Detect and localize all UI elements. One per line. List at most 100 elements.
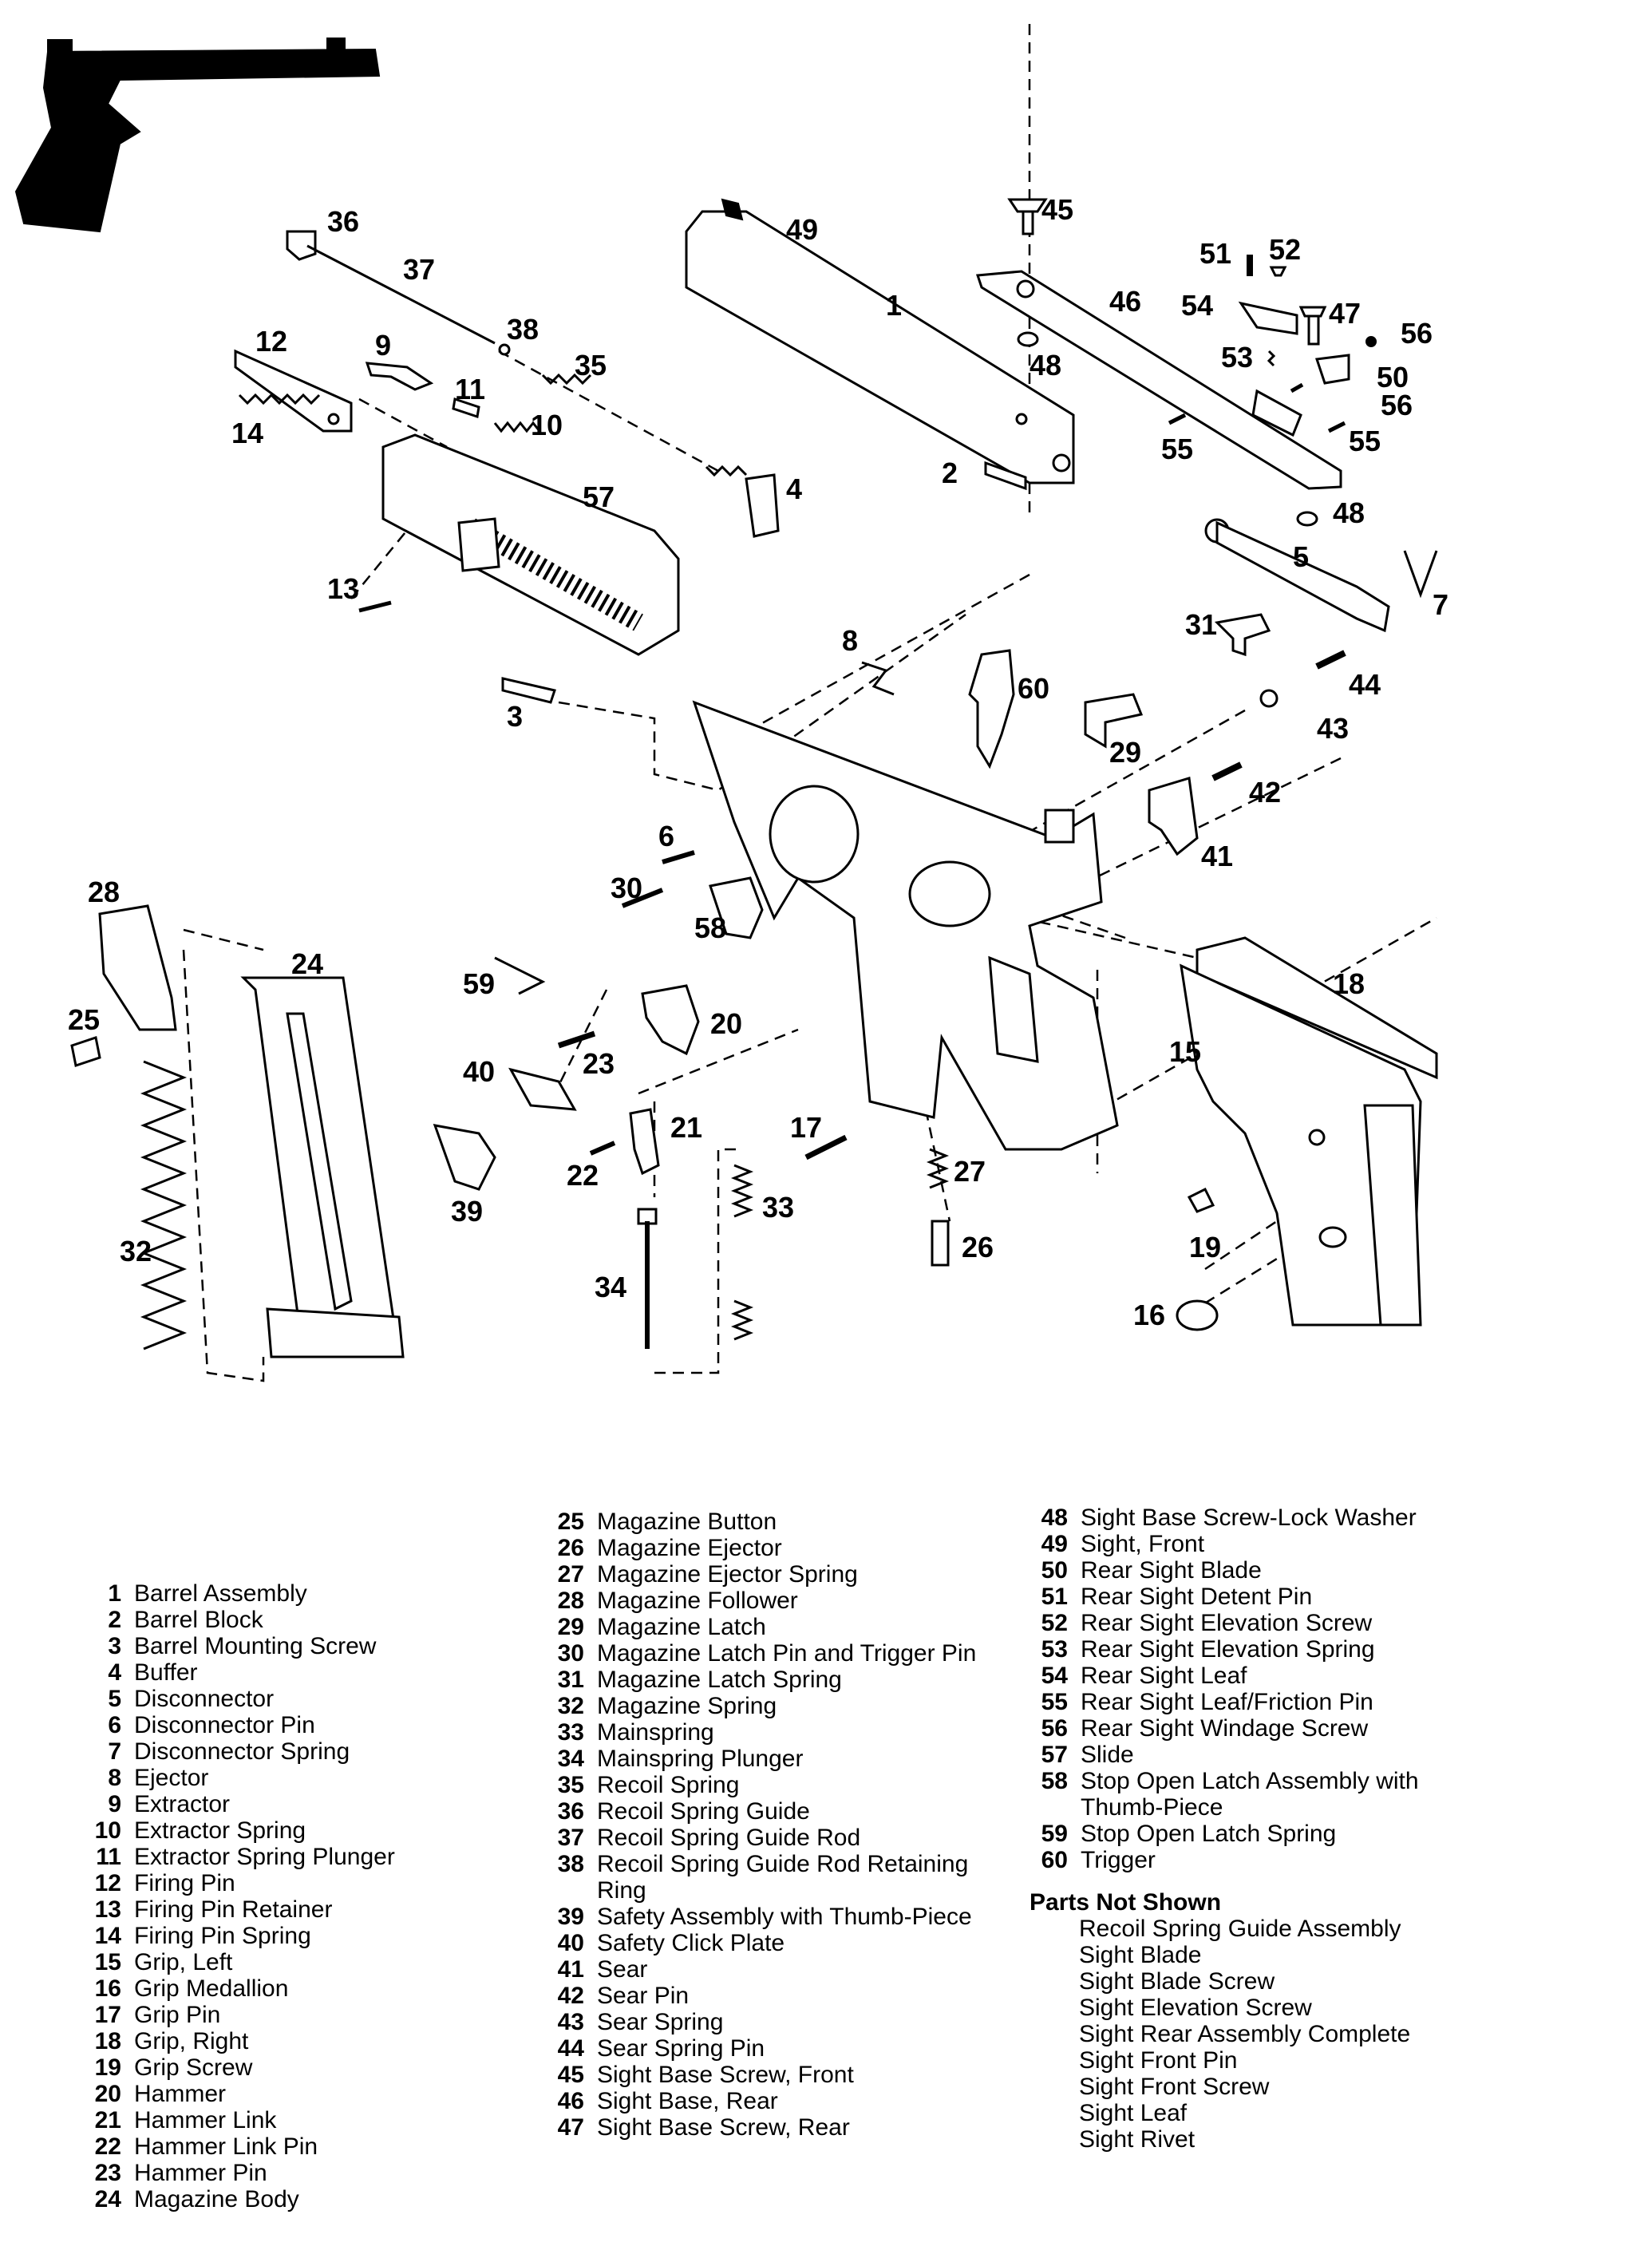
legend-number: 55 (1041, 1689, 1068, 1715)
legend-number: 2 (108, 1607, 121, 1633)
legend-number: 44 (557, 2035, 584, 2062)
grip-medallion (1176, 1299, 1219, 1331)
magazine-ejector (931, 1220, 950, 1267)
frame (692, 700, 1119, 1151)
legend-part-name: Trigger (1081, 1847, 1156, 1873)
callout-30: 30 (611, 872, 642, 904)
legend-part-name: Safety Click Plate (597, 1930, 785, 1956)
legend-part-name: Hammer Link Pin (134, 2133, 318, 2160)
legend-number: 19 (94, 2054, 121, 2081)
legend-part-name: Magazine Latch Pin and Trigger Pin (597, 1640, 977, 1667)
legend-number: 13 (94, 1896, 121, 1923)
legend-number: 31 (557, 1667, 584, 1693)
callout-4: 4 (786, 473, 802, 505)
parts-not-shown-item: Sight Elevation Screw (1079, 1995, 1312, 2021)
legend-part-name: Sight Base Screw, Front (597, 2062, 854, 2088)
magazine-body (240, 976, 405, 1358)
rear-sight-parts (1168, 255, 1377, 433)
legend-part-name: Rear Sight Detent Pin (1081, 1584, 1313, 1610)
legend-part-name: Hammer (134, 2081, 227, 2107)
extractor-group (365, 362, 541, 433)
legend-part-name: Disconnector Pin (134, 1712, 315, 1738)
legend-number: 57 (1041, 1742, 1068, 1768)
buffer (745, 473, 780, 538)
callout-6: 6 (658, 820, 674, 852)
legend-item: 53 Rear Sight Elevation Spring (1030, 1636, 1556, 1663)
legend-part-name: Recoil Spring (597, 1772, 740, 1798)
legend-part-name: Stop Open Latch Assembly with Thumb-Piec… (1081, 1768, 1419, 1821)
legend-number: 34 (557, 1746, 584, 1772)
legend-part-name: Grip Screw (134, 2054, 253, 2081)
legend-part-name: Rear Sight Windage Screw (1081, 1715, 1369, 1742)
legend-number: 25 (557, 1509, 584, 1535)
grip-left (1180, 963, 1422, 1327)
legend-part-name: Sear Spring (597, 2009, 724, 2035)
callout-44: 44 (1349, 668, 1381, 701)
callout-27: 27 (954, 1155, 986, 1188)
legend-number: 38 (557, 1851, 584, 1877)
legend-item: 30 Magazine Latch Pin and Trigger Pin (543, 1640, 1069, 1667)
legend-number: 18 (94, 2028, 121, 2054)
magazine-latch (1084, 693, 1144, 749)
legend-number: 32 (557, 1693, 584, 1719)
legend-number: 30 (557, 1640, 584, 1667)
sear (1148, 777, 1199, 856)
legend-number: 3 (108, 1633, 121, 1659)
callout-18: 18 (1333, 967, 1365, 1000)
legend-number: 7 (108, 1738, 121, 1765)
callout-12: 12 (255, 325, 287, 358)
legend-number: 53 (1041, 1636, 1068, 1663)
legend-part-name: Hammer Pin (134, 2160, 267, 2186)
legend-number: 1 (108, 1580, 121, 1607)
callout-54: 54 (1181, 289, 1213, 322)
legend-number: 22 (94, 2133, 121, 2160)
legend-item: 13 Firing Pin Retainer (80, 1896, 447, 1923)
ejector (861, 661, 895, 696)
legend-part-name: Firing Pin (134, 1870, 235, 1896)
legend-number: 52 (1041, 1610, 1068, 1636)
callout-10: 10 (531, 409, 563, 441)
callout-49: 49 (786, 213, 818, 246)
stop-open-latch (709, 876, 764, 939)
callout-33: 33 (762, 1191, 794, 1224)
legend-item: 18 Grip, Right (80, 2028, 447, 2054)
callout-59: 59 (463, 967, 495, 1000)
legend-part-name: Grip, Right (134, 2028, 249, 2054)
magazine-latch-spring (1214, 613, 1271, 657)
magazine-spring (140, 1060, 188, 1350)
hammer-link-pin (589, 1141, 616, 1156)
legend-number: 42 (557, 1983, 584, 2009)
callout-15: 15 (1169, 1035, 1201, 1068)
mainspring-lower (730, 1299, 754, 1341)
callout-26: 26 (962, 1231, 994, 1263)
legend-part-name: Sear (597, 1956, 648, 1983)
callout-48: 48 (1030, 349, 1061, 382)
legend-part-name: Rear Sight Elevation Spring (1081, 1636, 1375, 1663)
stop-open-latch-spring (494, 956, 546, 995)
callout-23: 23 (583, 1047, 615, 1080)
callout-56: 56 (1381, 389, 1413, 421)
legend-part-name: Firing Pin Retainer (134, 1896, 333, 1923)
legend-part-name: Sight Base Screw, Rear (597, 2114, 850, 2141)
legend-part-name: Recoil Spring Guide Rod Retaining Ring (597, 1851, 969, 1904)
legend-item: 38 Recoil Spring Guide Rod Retaining Ring (543, 1851, 1069, 1904)
legend-part-name: Magazine Latch (597, 1614, 766, 1640)
pistol-silhouette-icon (14, 38, 381, 233)
legend-part-name: Extractor Spring (134, 1817, 306, 1844)
legend-part-name: Magazine Latch Spring (597, 1667, 842, 1693)
legend-part-name: Barrel Block (134, 1607, 263, 1633)
